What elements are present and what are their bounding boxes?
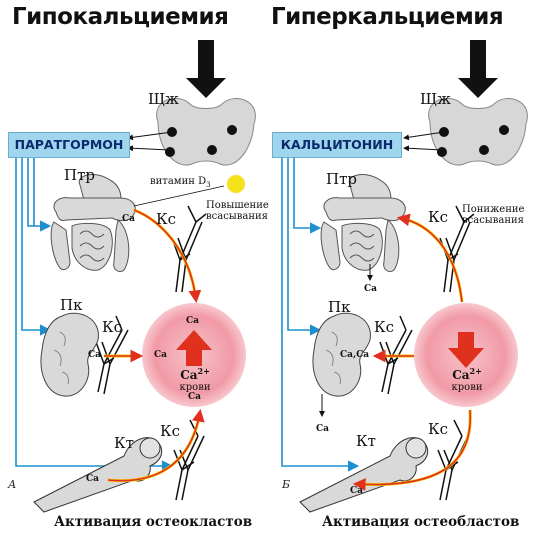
- right-intestine-ca: Са: [364, 284, 377, 294]
- left-vessel-top-label: Кс: [156, 210, 177, 228]
- left-vessel-mid: [95, 315, 129, 395]
- left-thyroid-label: Щж: [148, 90, 179, 108]
- right-vessel-mid: [379, 315, 413, 395]
- right-bone-label: Кт: [356, 432, 376, 450]
- right-kidney-ca: Са,Са: [340, 350, 370, 360]
- right-bone-ca: Са: [350, 486, 363, 496]
- left-absorption-note: Повышение всасывания: [206, 200, 269, 222]
- right-femur: [299, 437, 429, 513]
- left-flow-ca: Са: [154, 350, 167, 360]
- right-intestine: [320, 174, 406, 273]
- right-vessel-mid-label: Кс: [374, 318, 395, 336]
- right-vessel-top-label: Кс: [428, 208, 449, 226]
- left-kidney-ca: Са: [88, 350, 101, 360]
- left-panel-caption: Активация остеокластов: [54, 514, 253, 530]
- right-panel-letter: Б: [282, 478, 291, 491]
- right-kidney-label: Пк: [328, 298, 351, 316]
- left-vessel-mid-label: Кс: [102, 318, 123, 336]
- left-panel-title: Гипокальциемия: [12, 4, 229, 30]
- right-intestine-label: Птр: [326, 170, 357, 188]
- right-panel-title: Гиперкальциемия: [271, 4, 504, 30]
- right-vessel-bottom-label: Кс: [428, 420, 449, 438]
- left-thyroid-input-arrow: [186, 40, 226, 98]
- right-thyroid-input-arrow: [458, 40, 498, 98]
- left-blood-ca-top: Са: [186, 316, 199, 326]
- right-thyroid-gland: [428, 97, 528, 166]
- left-vitamin-label: витамин D3: [150, 176, 211, 189]
- left-blood-ca-bottom: Са: [188, 392, 201, 402]
- right-panel-caption: Активация остеобластов: [322, 514, 520, 530]
- right-kidney-out-ca: Са: [316, 424, 329, 434]
- left-blood-label: Са2+крови: [179, 366, 211, 393]
- left-blood-up-arrow: [176, 330, 212, 366]
- left-vessel-bottom-label: Кс: [160, 422, 181, 440]
- right-panel-graphics: [281, 40, 528, 513]
- left-bone-ca: Са: [86, 474, 99, 484]
- left-intestine-ca: Са: [122, 214, 135, 224]
- left-vitamin-d-dot: [227, 175, 245, 193]
- right-hormone-box: КАЛЬЦИТОНИН: [272, 132, 402, 158]
- right-blood-down-arrow: [448, 332, 484, 368]
- left-intestine-label: Птр: [64, 166, 95, 184]
- right-blood-label: Са2+крови: [451, 366, 483, 393]
- right-thyroid-label: Щж: [420, 90, 451, 108]
- right-vessel-top: [439, 205, 475, 293]
- left-kidney: [40, 312, 99, 397]
- left-thyroid-gland: [156, 97, 256, 166]
- left-hormone-box: ПАРАТГОРМОН: [8, 132, 130, 158]
- left-panel-graphics: [15, 40, 256, 513]
- right-absorption-note: Понижение всасывания: [462, 204, 525, 226]
- left-bone-label: Кт: [114, 434, 134, 452]
- left-femur: [33, 437, 163, 513]
- left-intestine: [50, 174, 136, 273]
- left-panel-letter: А: [8, 478, 17, 491]
- left-kidney-label: Пк: [60, 296, 83, 314]
- right-kidney: [312, 312, 371, 397]
